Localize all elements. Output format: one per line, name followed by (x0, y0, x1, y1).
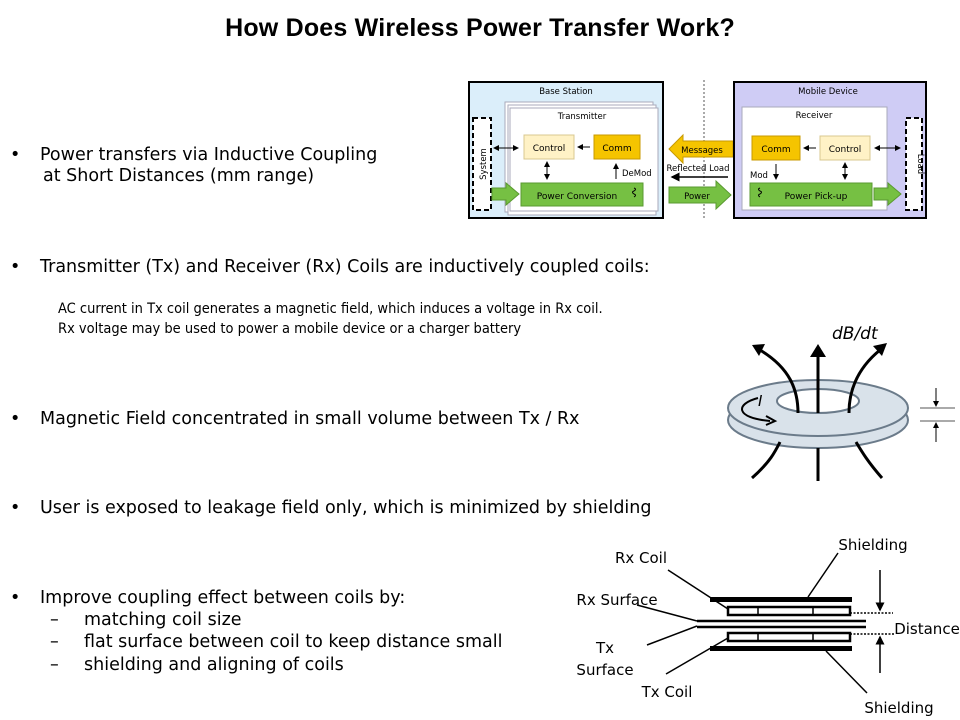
mobile-device-label: Mobile Device (798, 87, 858, 97)
rx-surface-label: Rx Surface (576, 591, 657, 609)
load-label: Load (915, 154, 925, 174)
current-label: I (758, 392, 763, 410)
field-line-left (759, 348, 800, 414)
bullet-text: Transmitter (Tx) and Receiver (Rx) Coils… (40, 257, 650, 277)
power-label: Power (684, 192, 710, 202)
input-power-arrow (491, 181, 520, 207)
detail-line-2: Rx voltage may be used to power a mobile… (58, 321, 522, 337)
tx-comm-box (593, 134, 641, 160)
power-conversion-label: Power Conversion (537, 192, 618, 202)
base-station-label: Base Station (539, 87, 593, 97)
tx-coil (726, 631, 852, 643)
messages-label: Messages (681, 146, 723, 156)
subitem-text: flat surface between coil to keep distan… (84, 632, 503, 652)
coil-icon (632, 187, 636, 198)
transmitter-label: Transmitter (557, 112, 607, 122)
bullet-symbol: • (10, 588, 21, 608)
coil-icon (758, 187, 762, 198)
dash-symbol: – (50, 655, 59, 675)
power-conversion-box (520, 182, 644, 207)
bullet-text: Power transfers via Inductive Coupling (40, 145, 378, 165)
output-power-arrow (873, 181, 902, 207)
rx-comm-box (751, 135, 801, 161)
receiver-label: Receiver (796, 111, 833, 121)
bottom-shielding (710, 646, 852, 651)
system-box (472, 117, 492, 211)
subitem-text: shielding and aligning of coils (84, 655, 344, 675)
dash-symbol: – (50, 632, 59, 652)
bullet-symbol: • (10, 145, 21, 165)
reflected-load-label: Reflected Load (666, 164, 729, 174)
tx-comm-label: Comm (602, 144, 631, 154)
coil-magnetic-field-figure: I dB/dt (727, 324, 955, 481)
shielding-top-label: Shielding (838, 536, 907, 554)
detail-line-1: AC current in Tx coil generates a magnet… (58, 301, 603, 317)
bullet-symbol: • (10, 409, 21, 429)
power-arrow (668, 179, 732, 211)
rx-control-label: Control (829, 145, 862, 155)
tx-surface-label-2: Surface (576, 661, 633, 679)
dash-symbol: – (50, 610, 59, 630)
bullet-symbol: • (10, 498, 21, 518)
distance-label: Distance (894, 620, 960, 638)
rx-control-box (819, 135, 871, 161)
rx-coil-label: Rx Coil (615, 549, 667, 567)
mod-label: Mod (750, 171, 768, 181)
shielding-bottom-label: Shielding (864, 699, 933, 717)
bullet-text-continuation: at Short Distances (mm range) (43, 166, 315, 186)
demod-label: DeMod (622, 169, 652, 179)
coil-stack-figure: Rx Coil Rx Surface Tx Surface Tx Coil Sh… (576, 536, 959, 717)
system-label: System (479, 148, 489, 180)
tx-surface-label-1: Tx (595, 639, 614, 657)
bullet-text: Improve coupling effect between coils by… (40, 588, 406, 608)
bullet-symbol: • (10, 257, 21, 277)
load-box (905, 117, 923, 211)
base-station-box: Base Station Transmitter System Control … (468, 81, 664, 219)
rx-comm-label: Comm (761, 145, 790, 155)
power-pickup-label: Power Pick-up (785, 192, 848, 202)
subitem-text: matching coil size (84, 610, 242, 630)
bullet-text: Magnetic Field concentrated in small vol… (40, 409, 580, 429)
power-pickup-box (749, 182, 873, 207)
bullet-text: User is exposed to leakage field only, w… (40, 498, 652, 518)
top-shielding (710, 597, 852, 602)
messages-arrow (668, 133, 734, 165)
mobile-device-box: Mobile Device Receiver Comm Control Mod … (733, 81, 927, 219)
field-label: dB/dt (832, 324, 879, 344)
tx-coil-label: Tx Coil (641, 683, 693, 701)
slide-title: How Does Wireless Power Transfer Work? (225, 14, 735, 42)
rx-coil (726, 605, 852, 617)
tx-control-label: Control (533, 144, 566, 154)
tx-control-box (523, 134, 575, 160)
current-direction-arrow (741, 397, 771, 422)
field-line-right (847, 348, 881, 414)
